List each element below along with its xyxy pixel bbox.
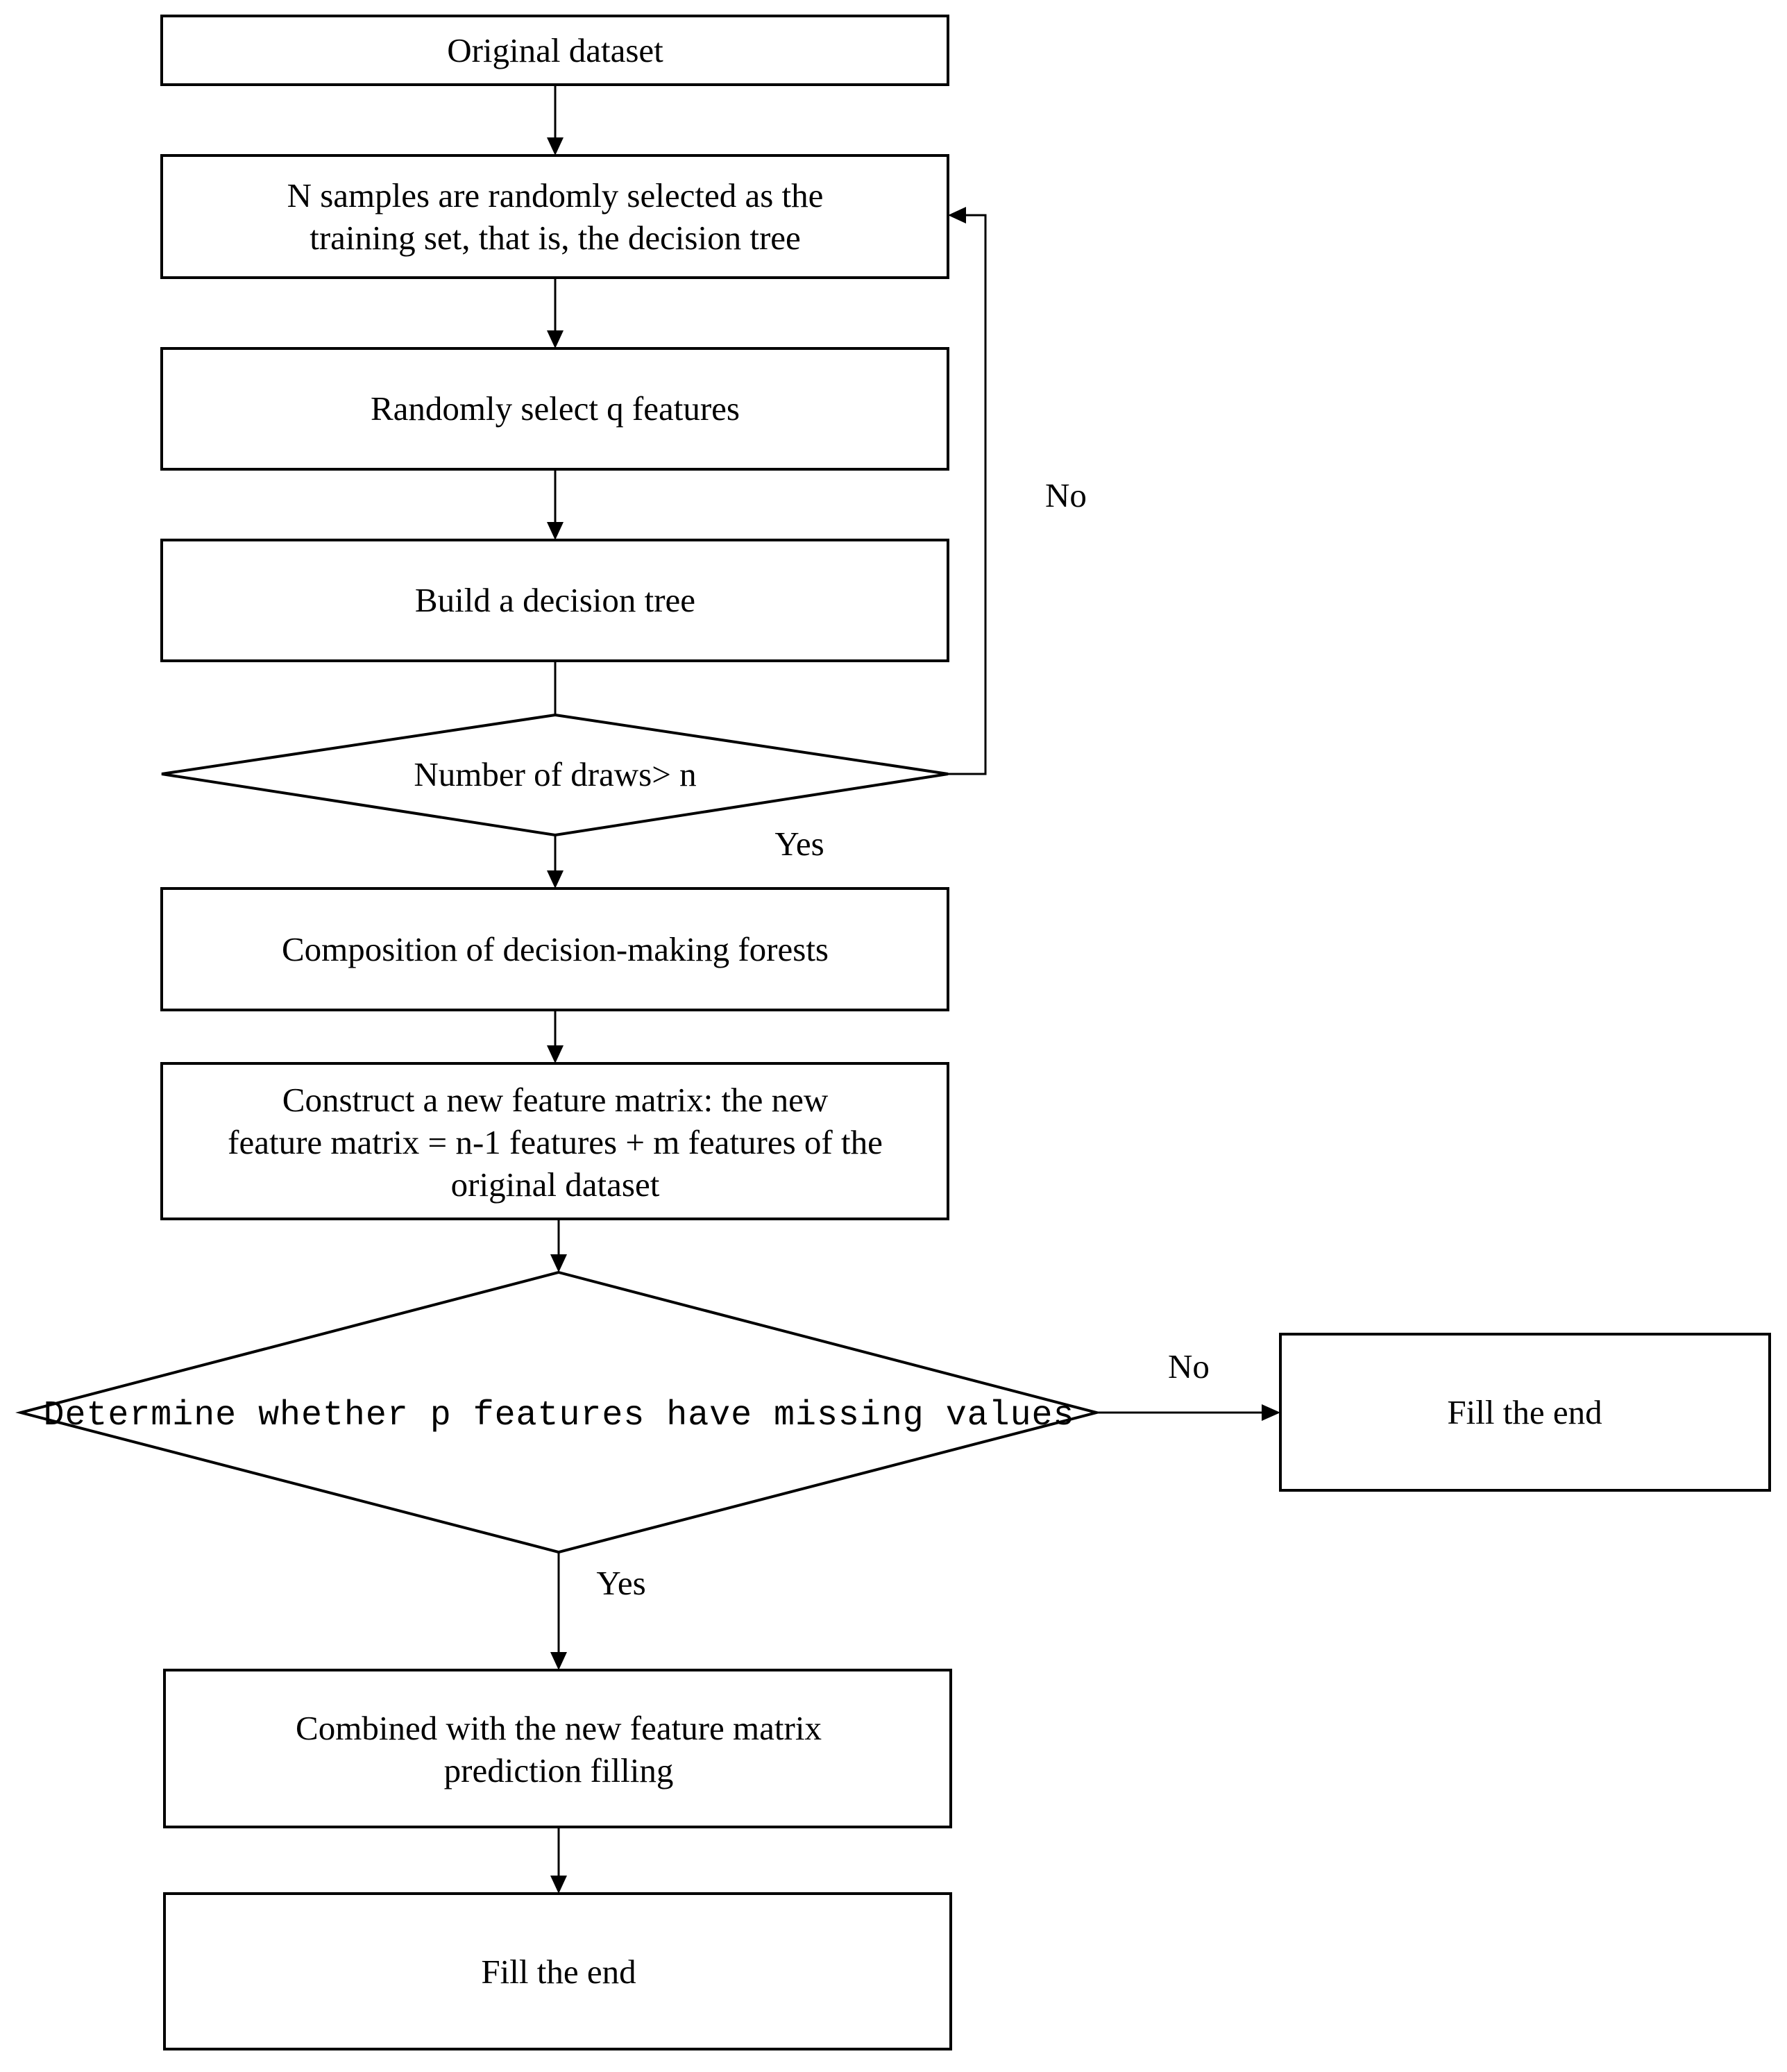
edge-features-to-build (547, 469, 564, 540)
node-select-features-label: Randomly select q features (371, 389, 740, 428)
edge-label-missing-yes: Yes (596, 1564, 645, 1602)
arrowhead (550, 1254, 567, 1272)
arrowhead (547, 870, 564, 888)
node-construct-matrix: Construct a new feature matrix: the new … (160, 1062, 949, 1220)
arrowhead (547, 1045, 564, 1063)
edge-label-draws-yes: Yes (774, 825, 824, 863)
decision-missing-values-label: Determine whether p features have missin… (44, 1396, 1074, 1435)
node-sample-line-1: N samples are randomly selected as the (287, 176, 824, 214)
arrowhead (547, 330, 564, 348)
node-combine-line-1: Combined with the new feature matrix (296, 1709, 822, 1747)
arrowhead (948, 207, 966, 224)
edge-label-loop-no: No (1045, 476, 1087, 514)
node-fill-end-bottom: Fill the end (163, 1892, 952, 2050)
edge-compose-to-construct (547, 1010, 564, 1063)
decision-number-of-draws: Number of draws> n (161, 713, 949, 837)
edge-draws-to-compose (547, 835, 564, 888)
node-original-dataset-label: Original dataset (447, 31, 663, 69)
decision-missing-values: Determine whether p features have missin… (15, 1270, 1102, 1554)
node-combine-line-2: prediction filling (444, 1751, 674, 1789)
arrowhead (550, 1652, 567, 1670)
edge-combine-to-fill (550, 1827, 567, 1894)
node-construct-line-3: original dataset (451, 1165, 660, 1204)
node-build-tree-label: Build a decision tree (415, 581, 695, 619)
node-construct-line-1: Construct a new feature matrix: the new (282, 1081, 829, 1119)
edge-sample-to-features (547, 278, 564, 348)
node-build-tree: Build a decision tree (160, 539, 949, 662)
node-fill-end-bottom-label: Fill the end (481, 1953, 636, 1991)
edge-determine-yes-to-combine (550, 1552, 567, 1670)
arrowhead (547, 137, 564, 155)
decision-number-of-draws-label: Number of draws> n (414, 755, 696, 793)
arrowhead (550, 1876, 567, 1894)
node-compose-forest: Composition of decision-making forests (160, 887, 949, 1011)
edge-determine-no-to-fill (1096, 1404, 1280, 1421)
node-sample-line-2: training set, that is, the decision tree (310, 219, 801, 257)
edge-draws-loop-no (948, 207, 987, 775)
node-fill-end-right-label: Fill the end (1447, 1393, 1602, 1431)
arrowhead (547, 522, 564, 540)
node-construct-line-2: feature matrix = n-1 features + m featur… (228, 1123, 883, 1161)
edge-original-to-sample (547, 85, 564, 155)
node-original-dataset: Original dataset (160, 15, 949, 86)
edge-label-missing-no: No (1168, 1347, 1210, 1385)
node-fill-end-right: Fill the end (1279, 1333, 1771, 1492)
edge-construct-to-determine (550, 1219, 567, 1272)
node-combine-prediction: Combined with the new feature matrix pre… (163, 1669, 952, 1828)
arrowhead (1262, 1404, 1280, 1421)
node-compose-forest-label: Composition of decision-making forests (282, 930, 829, 968)
node-select-features: Randomly select q features (160, 347, 949, 471)
node-sample-training-set: N samples are randomly selected as the t… (160, 154, 949, 279)
